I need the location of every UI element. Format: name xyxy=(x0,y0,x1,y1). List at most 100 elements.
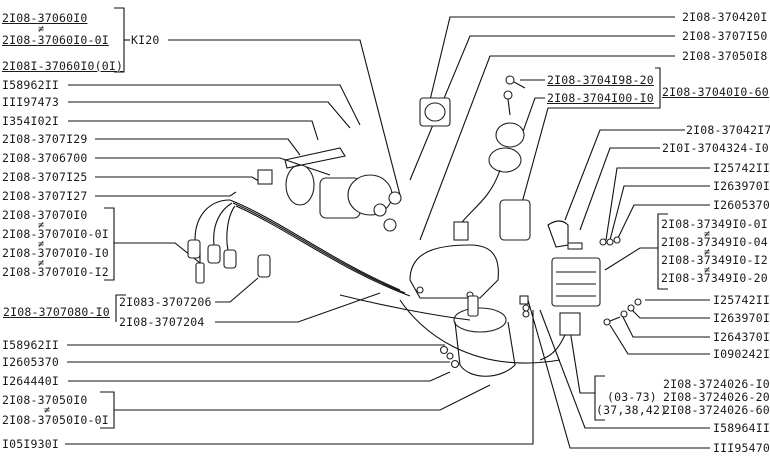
part-label-coil-3: 2I08I-37060I0(0I) xyxy=(2,59,124,73)
neq-symbol: ≠ xyxy=(38,24,45,35)
part-label: I58964II xyxy=(713,421,770,435)
spark-plug-part xyxy=(195,253,205,284)
leader-i25742ii-a xyxy=(605,167,710,241)
harness-note-2: (03-73) xyxy=(607,390,657,404)
part-label: I264370I xyxy=(713,330,770,344)
control-unit-part xyxy=(409,244,499,299)
part-label: I263970I xyxy=(713,179,770,193)
part-label: I354I02I xyxy=(2,114,59,128)
neq-symbol: ≠ xyxy=(38,239,45,250)
neq-symbol: ≠ xyxy=(704,265,711,276)
part-label: 2I08-37042I7 xyxy=(686,123,770,137)
nuts-part xyxy=(599,236,621,246)
leader-i263970i-b xyxy=(629,307,710,319)
part-label: III97473 xyxy=(2,95,59,109)
ignition-lock-part xyxy=(453,122,531,241)
part-label-spark-2: 2I08-37070I0-0I xyxy=(2,227,109,241)
leader-3707i27 xyxy=(95,191,237,197)
leader-spark-plug xyxy=(114,242,201,264)
leader-3704i00 xyxy=(519,97,545,141)
bracket-wire-set xyxy=(115,294,126,322)
leader-3707i29 xyxy=(95,138,301,156)
bolt-washers-part xyxy=(603,298,642,326)
part-label-switch-3: 2I08-37349I0-I2 xyxy=(661,253,768,267)
leader-3704324 xyxy=(579,147,660,231)
neq-symbol: ≠ xyxy=(704,247,711,258)
leader-i2605370-a xyxy=(617,204,710,239)
part-label: I2605370 xyxy=(2,355,59,369)
part-label-wire-set: 2I08-3707080-I0 xyxy=(3,305,110,319)
leader-i05i930i xyxy=(65,310,534,445)
part-label-spark-1: 2I08-37070I0 xyxy=(2,208,88,222)
part-label-harness-3: 2I08-3724026-60 xyxy=(663,403,770,417)
loom-wire xyxy=(339,294,471,321)
part-label: I58962II xyxy=(2,78,59,92)
bracket-switch-group xyxy=(657,213,668,290)
plate-part xyxy=(284,147,346,169)
part-label-ki20: KI20 xyxy=(131,33,160,47)
part-label-coil-2: 2I08-37060I0-0I xyxy=(2,33,109,47)
leader-37042i7 xyxy=(564,129,685,221)
leader-3707i50 xyxy=(409,35,675,181)
part-label-key: 2I08-3704I98-20 xyxy=(547,73,654,87)
part-label: I58962II xyxy=(2,338,59,352)
leader-37050i8 xyxy=(419,55,675,241)
part-label: I25742II xyxy=(713,293,770,307)
part-label: 2I08-3706700 xyxy=(2,151,88,165)
washer-stack-part xyxy=(439,295,530,369)
neq-symbol: ≠ xyxy=(38,220,45,231)
bracket-harness xyxy=(594,375,605,421)
leader-i58964ii xyxy=(539,309,710,429)
part-label-switch-1: 2I08-37349I0-0I xyxy=(661,217,768,231)
part-label: I25742II xyxy=(713,161,770,175)
leader-3707i25 xyxy=(95,176,263,184)
part-label-wire-1: 2I083-3707206 xyxy=(119,295,212,309)
part-label-coil-1: 2I08-37060I0 xyxy=(2,11,88,25)
leader-harness xyxy=(569,329,595,394)
part-label: I264440I xyxy=(2,374,59,388)
oring-part xyxy=(285,164,315,206)
leader-lower-3 xyxy=(68,371,451,382)
leader-i264370i-b xyxy=(621,314,710,338)
part-label: 2I08-3707I27 xyxy=(2,189,88,203)
part-label: I05I930I xyxy=(2,437,59,451)
connector-part xyxy=(539,312,581,361)
leader-iii97473 xyxy=(68,101,351,129)
part-label-spark-4: 2I08-37070I0-I2 xyxy=(2,265,109,279)
bracket-spark-group xyxy=(104,207,115,281)
part-label: I263970I xyxy=(713,311,770,325)
ignition-coil-part xyxy=(453,295,516,377)
leader-3706700 xyxy=(95,157,331,176)
part-label-ign-coil-1: 2I08-37050I0 xyxy=(2,393,88,407)
gasket-part xyxy=(419,97,451,127)
ground-wire xyxy=(399,299,561,364)
leader-ign-coil xyxy=(114,384,491,411)
leader-switch xyxy=(604,247,658,271)
part-label-harness-2: 2I08-3724026-20 xyxy=(663,390,770,404)
distributor-part xyxy=(319,174,402,232)
leader-370420i xyxy=(429,16,675,101)
part-label: 2I0I-3704324-I0 xyxy=(662,141,769,155)
part-label: I2605370 xyxy=(713,198,770,212)
leader-i090242i xyxy=(609,324,710,355)
part-label-switch-2: 2I08-37349I0-04 xyxy=(661,235,768,249)
neq-symbol: ≠ xyxy=(704,229,711,240)
leader-i354i02i xyxy=(68,120,319,141)
relay-box-part xyxy=(551,257,601,307)
key-part xyxy=(503,75,526,116)
part-label: III95470 xyxy=(713,441,770,455)
bracket-part xyxy=(547,220,583,250)
bracket-lock-group xyxy=(519,67,661,211)
part-label: I090242I xyxy=(713,347,770,361)
clip-part xyxy=(257,169,273,185)
part-label: 2I08-37050I8 xyxy=(682,49,768,63)
ht-wires-part xyxy=(187,199,411,297)
part-label-switch-4: 2I08-37349I0-20 xyxy=(661,271,768,285)
part-label: 2I08-3707I50 xyxy=(682,29,768,43)
part-label: 2I08-370420I xyxy=(682,10,768,24)
leader-2i083 xyxy=(215,277,259,303)
leader-i263970i-a xyxy=(609,185,710,241)
part-label-lock-assy: 2I08-37040I0-60 xyxy=(662,85,769,99)
part-label-wire-2: 2I08-3707204 xyxy=(119,315,205,329)
part-label-harness-1: 2I08-3724026-I0 xyxy=(663,377,770,391)
